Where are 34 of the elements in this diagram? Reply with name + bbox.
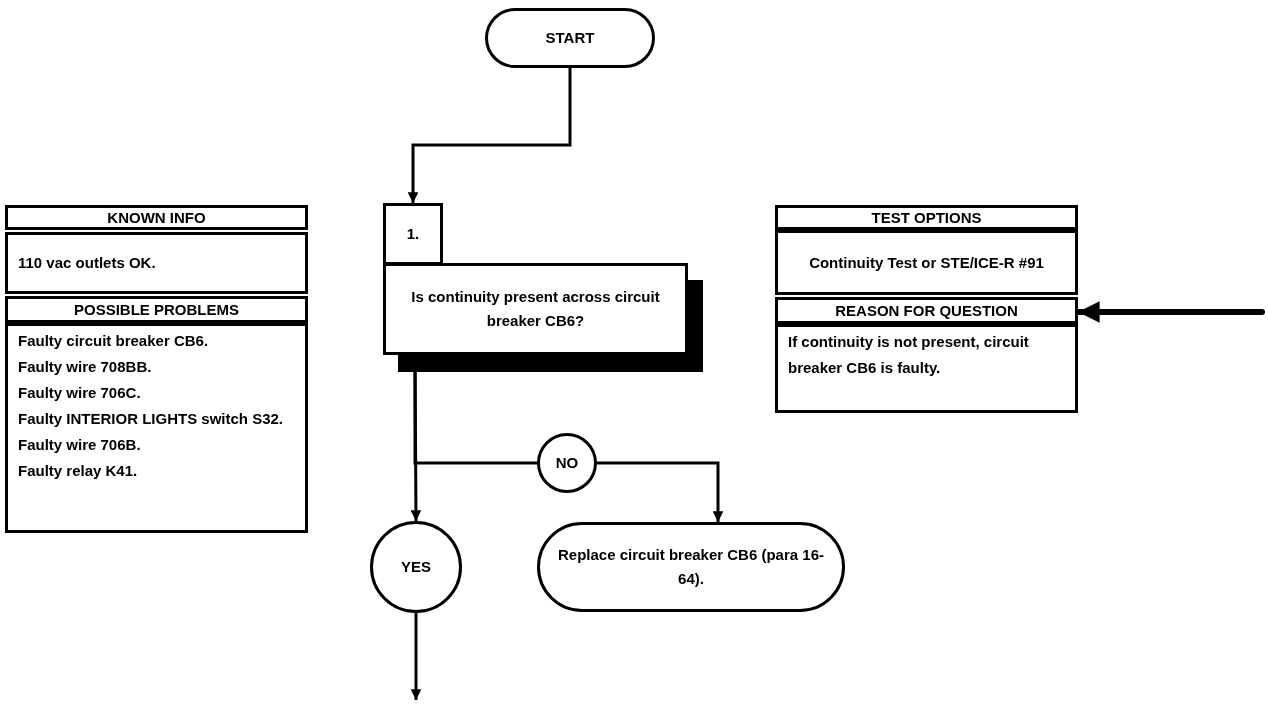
- arrow: [597, 461, 724, 522]
- node-label: START: [545, 28, 595, 48]
- header-box: [775, 205, 1078, 230]
- arrow: [407, 68, 572, 203]
- arrow: [410, 613, 422, 700]
- step-number-box: [383, 203, 443, 265]
- info-box: [5, 232, 308, 294]
- node-label: Continuity Test or STE/ICE-R #91: [809, 252, 1044, 273]
- header-box: [775, 297, 1078, 324]
- list-item: Faulty circuit breaker CB6.: [18, 331, 209, 351]
- list-item: Faulty wire 706C.: [18, 383, 141, 403]
- decision-circle: [537, 433, 597, 493]
- list-item: Faulty relay K41.: [18, 461, 138, 481]
- list-item: Faulty wire 708BB.: [18, 357, 152, 377]
- node-label: Replace circuit breaker CB6 (para 16-64).: [557, 545, 825, 589]
- node-label: 110 vac outlets OK.: [18, 253, 156, 273]
- info-box: [5, 323, 308, 533]
- info-box: [775, 324, 1078, 413]
- node-label: TEST OPTIONS: [871, 207, 982, 228]
- node-label: YES: [401, 557, 431, 577]
- header-box: [5, 205, 308, 230]
- node-label: KNOWN INFO: [107, 207, 206, 228]
- header-box: [5, 296, 308, 323]
- question-box: [383, 263, 688, 355]
- list-item: Faulty INTERIOR LIGHTS switch S32.: [18, 409, 284, 429]
- node-label: Is continuity present across circuit breaker CB6?: [410, 287, 661, 331]
- info-box: [775, 230, 1078, 295]
- terminal-box: [485, 8, 655, 68]
- node-label: REASON FOR QUESTION: [835, 300, 1018, 321]
- list-item: Faulty wire 706B.: [18, 435, 141, 455]
- node-label: 1.: [406, 224, 420, 244]
- node-label: NO: [555, 453, 579, 473]
- node-label: POSSIBLE PROBLEMS: [74, 299, 239, 320]
- list-item: If continuity is not present, circuit breaker CB6 is faulty.: [788, 332, 1030, 378]
